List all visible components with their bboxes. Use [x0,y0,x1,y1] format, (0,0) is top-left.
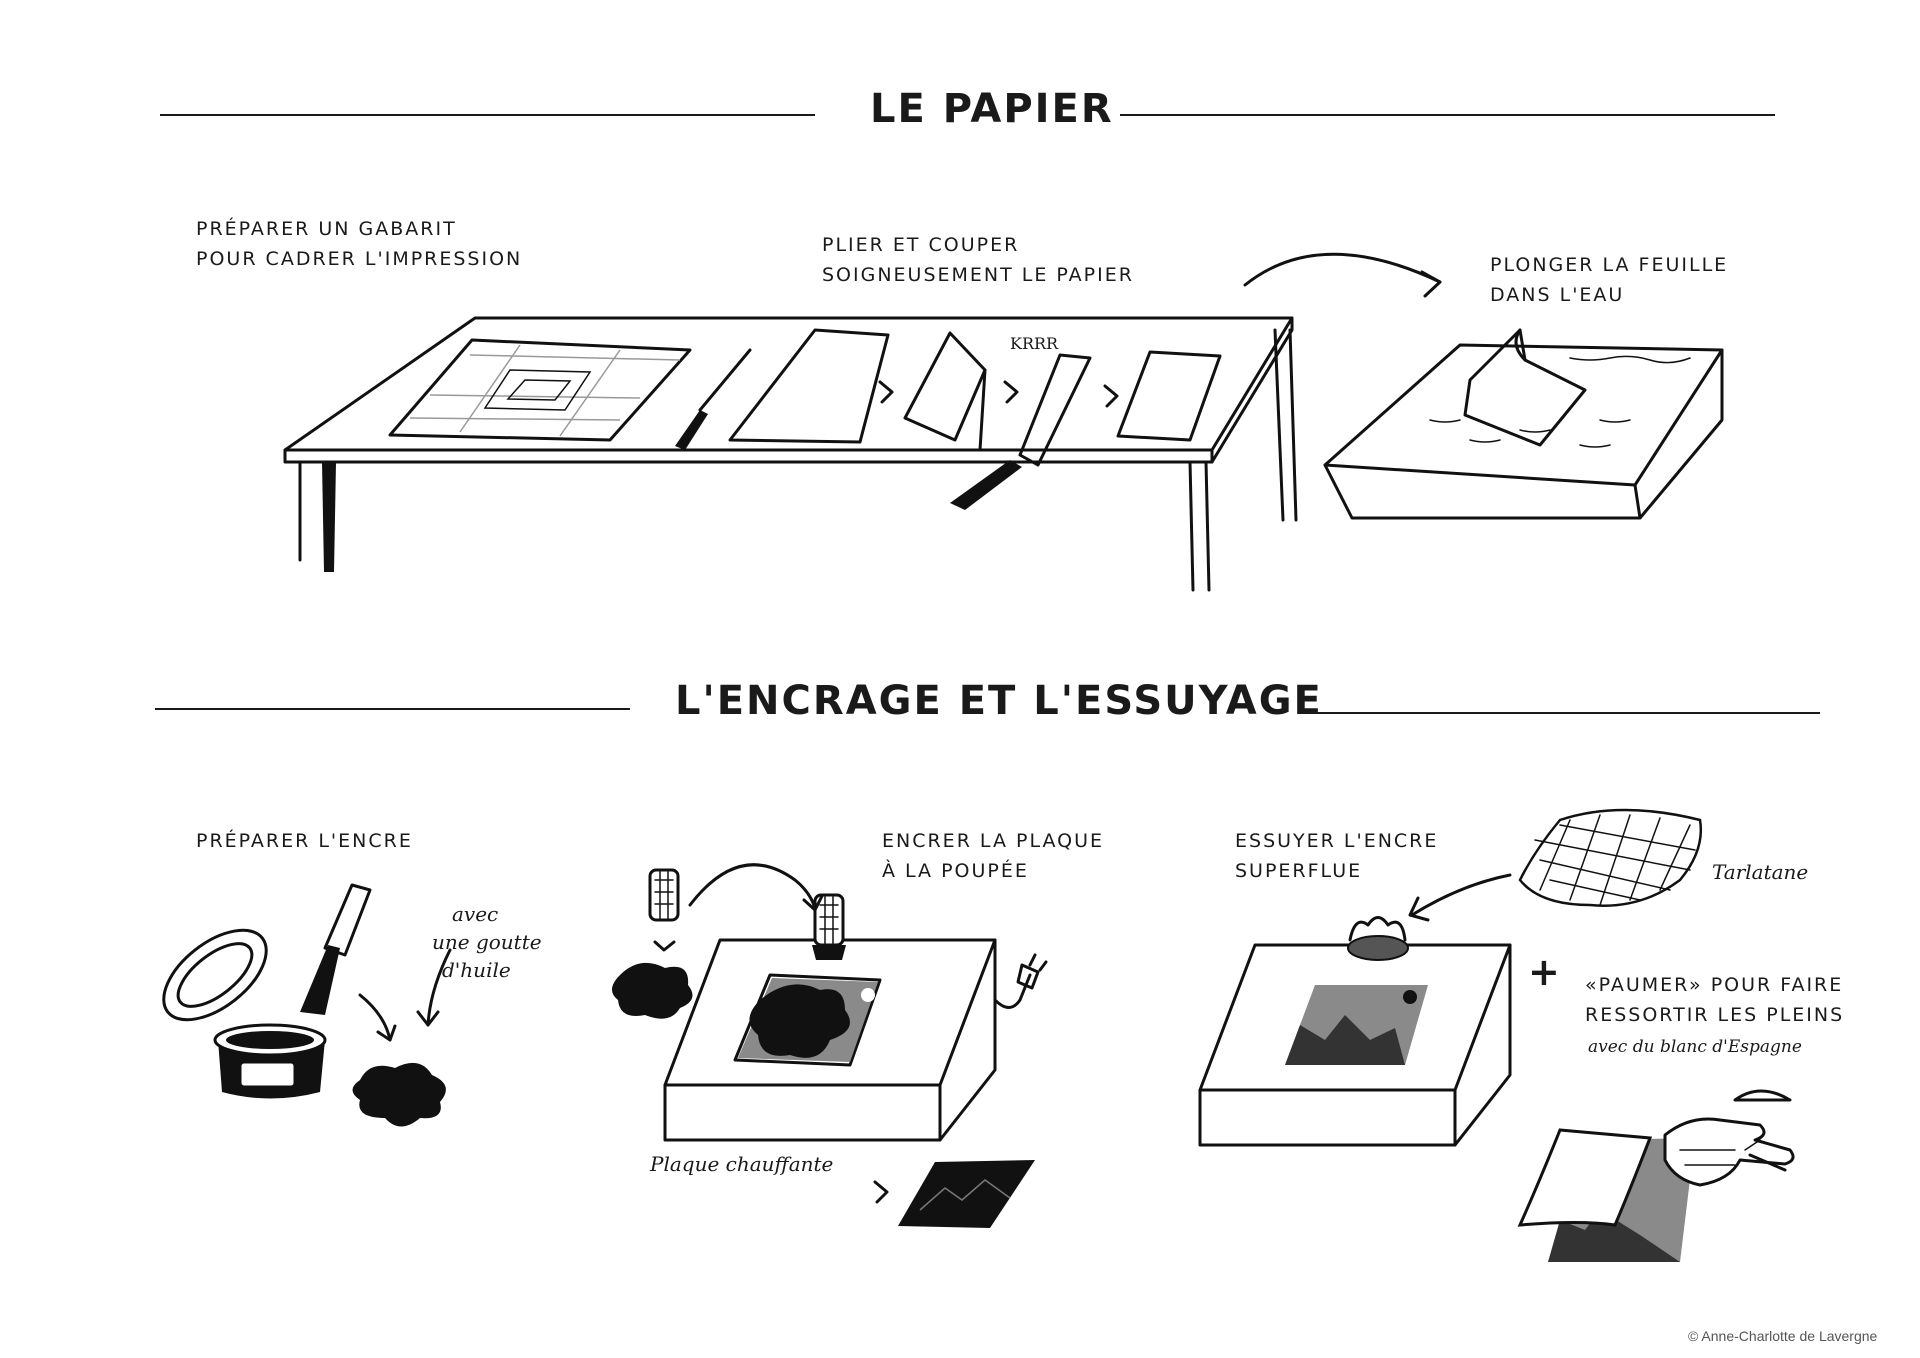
printed-plate [898,1160,1035,1228]
heading-rule-left [160,114,815,116]
knife-icon [950,353,1092,510]
caption-line: SOIGNEUSEMENT LE PAPIER [822,264,1134,286]
caption-line: ESSUYER L'ENCRE [1235,830,1439,852]
arrow-icon [873,1180,889,1204]
note-line: d'huile [442,958,511,982]
folded-paper-icon [903,331,987,452]
arrow-icon [878,380,894,404]
hot-plate-label: Plaque chauffante [650,1152,834,1176]
section-title-inking: L'ENCRAGE ET L'ESSUYAGE [675,678,1323,724]
caption-prepare-ink: PRÉPARER L'ENCRE [196,830,413,852]
caption-line: À LA POUPÉE [882,860,1029,882]
copyright: © Anne-Charlotte de Lavergne [1688,1328,1878,1344]
arrow-icon [1003,380,1019,404]
paper-sheet-icon [1517,1128,1695,1262]
caption-template: PRÉPARER UN GABARIT POUR CADRER L'IMPRES… [196,214,522,274]
arrow-icon [1243,252,1442,287]
knife-icon [675,348,752,450]
section-title-paper: LE PAPIER [870,86,1114,132]
paper-sheet-icon [1116,350,1222,442]
hand-icon [1663,1117,1795,1187]
hot-plate-icon [663,938,997,1142]
ink-blob-icon [352,1062,446,1127]
caption-line: PRÉPARER UN GABARIT [196,218,457,240]
arrow-icon [1410,873,1512,917]
spatula-icon [300,883,372,1015]
plus-sign: + [1528,950,1562,994]
caption-wipe: ESSUYER L'ENCRE SUPERFLUE [1235,826,1438,886]
arrow-icon [688,863,817,910]
note-line: une goutte [432,930,542,954]
heading-rule-left [155,708,630,710]
ruler-template-icon [388,338,692,442]
caption-line: POUR CADRER L'IMPRESSION [196,248,523,270]
caption-line: «PAUMER» POUR FAIRE [1585,974,1844,996]
chalk-pile-icon [1733,1089,1792,1102]
caption-line: ENCRER LA PLAQUE [882,830,1104,852]
table-icon [283,316,1298,592]
dabber-icon [648,868,846,960]
caption-line: SUPERFLUE [1235,860,1363,882]
caption-ink-plate: ENCRER LA PLAQUE À LA POUPÉE [882,826,1104,886]
caption-fold-cut: PLIER ET COUPER SOIGNEUSEMENT LE PAPIER [822,230,1134,290]
hot-plate-icon [1198,943,1512,1147]
heading-rule-right [1120,114,1775,116]
arrow-icon [426,948,452,1027]
oil-note: avec une goutte d'huile [432,900,542,984]
paper-sheet-icon [728,328,890,444]
heading-rule-right [1300,712,1820,714]
ink-can-icon [162,928,327,1099]
caption-line: RESSORTIR LES PLEINS [1585,1004,1845,1026]
water-tray-icon [1323,328,1724,520]
note-line: avec [452,902,499,926]
caption-palm: «PAUMER» POUR FAIRE RESSORTIR LES PLEINS [1585,970,1844,1030]
caption-soak: PLONGER LA FEUILLE DANS L'EAU [1490,250,1728,310]
arrow-icon [1103,384,1119,408]
palm-note: avec du blanc d'Espagne [1588,1037,1802,1057]
caption-line: PLIER ET COUPER [822,234,1020,256]
dabber-icon [1347,916,1409,961]
sound-label: KRRR [1010,334,1059,353]
arrow-icon [358,993,392,1042]
tarlatan-cloth-icon [1518,808,1702,907]
plug-icon [993,953,1048,1009]
tarlatan-label: Tarlatane [1712,860,1809,884]
caption-line: PLONGER LA FEUILLE [1490,254,1729,276]
caption-line: DANS L'EAU [1490,284,1625,306]
ink-blob-icon [611,962,693,1019]
